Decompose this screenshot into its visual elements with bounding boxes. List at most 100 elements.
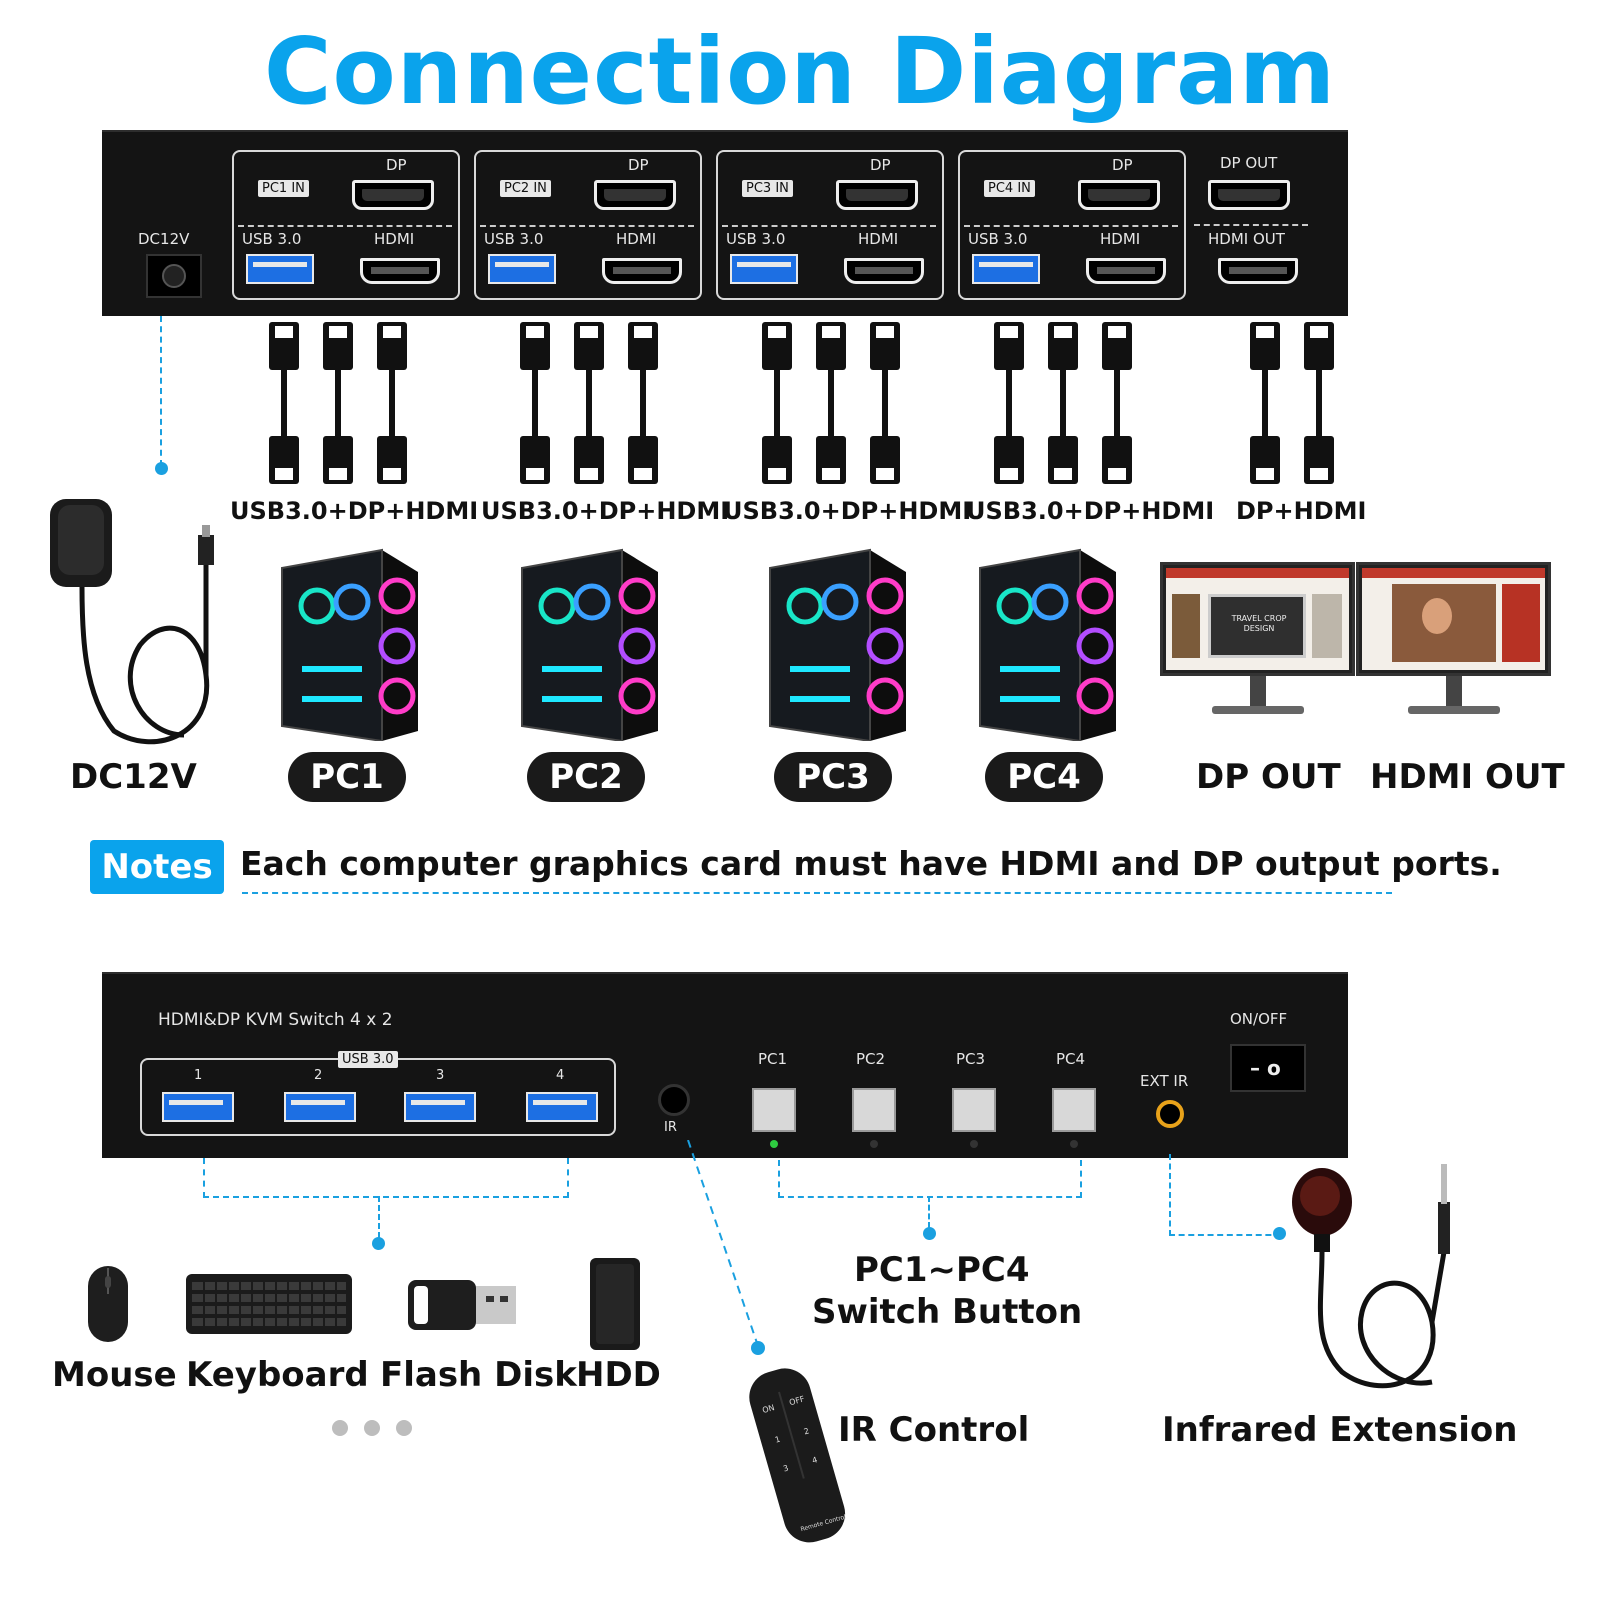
pc2-in-label: PC2 IN (500, 180, 551, 197)
pc3-input-group: PC3 IN DP USB 3.0 HDMI (716, 150, 944, 300)
kvm-rear-panel: DC12V PC1 IN DP USB 3.0 HDMI PC2 IN DP U… (102, 130, 1348, 316)
dp-out-label: DP OUT (1196, 757, 1341, 797)
dp-port-label: DP (870, 156, 891, 174)
pc4-hdmi-port[interactable] (1086, 258, 1166, 284)
pc4-led (1070, 1140, 1078, 1148)
pc3-button-label: PC3 (956, 1050, 986, 1068)
hdmi-out-monitor-icon (1356, 562, 1551, 722)
flash-disk-icon (408, 1280, 516, 1330)
power-switch[interactable]: – o (1230, 1044, 1306, 1092)
mouse-icon (88, 1266, 128, 1342)
pc2-hdmi-port[interactable] (602, 258, 682, 284)
dc12v-label: DC12V (70, 757, 197, 797)
pc1-usb-port[interactable] (246, 254, 314, 284)
dc12v-port-label: DC12V (138, 230, 190, 248)
cable-label-pc3: USB3.0+DP+HDMI (723, 497, 972, 525)
remote-key-2: 2 (803, 1426, 810, 1436)
ir-control-label: IR Control (838, 1410, 1030, 1450)
keyboard-icon (186, 1274, 352, 1334)
switch-bracket-stem (928, 1196, 930, 1228)
remote-off-text: OFF (788, 1394, 806, 1407)
dp-out-port-label: DP OUT (1220, 154, 1278, 172)
usb-port-number: 1 (194, 1068, 203, 1083)
pc2-usb-port[interactable] (488, 254, 556, 284)
pc1-switch-button[interactable] (752, 1088, 796, 1132)
usb-port-label: USB 3.0 (484, 230, 544, 248)
pc4-usb-port[interactable] (972, 254, 1040, 284)
pc3-tower-icon (769, 548, 906, 741)
power-switch-label: ON/OFF (1230, 1010, 1288, 1028)
pc4-label: PC4 (985, 752, 1103, 802)
usb-port-number: 4 (556, 1068, 565, 1083)
usb-port-label: USB 3.0 (968, 230, 1028, 248)
cable-set-outputs (1250, 322, 1334, 484)
more-dot (396, 1420, 412, 1436)
pc4-dp-port[interactable] (1078, 180, 1160, 210)
pc3-hdmi-port[interactable] (844, 258, 924, 284)
switch-bracket-dot (923, 1227, 936, 1240)
hdmi-out-port-label: HDMI OUT (1208, 230, 1285, 248)
hdmi-out-port[interactable] (1218, 258, 1298, 284)
pc1-input-group: PC1 IN DP USB 3.0 HDMI (232, 150, 460, 300)
usb-hub-group: USB 3.0 1 2 3 4 (140, 1051, 616, 1136)
power-switch-symbols: – o (1250, 1056, 1281, 1080)
hdmi-port-label: HDMI (1100, 230, 1141, 248)
usb-bracket-stem (378, 1196, 380, 1238)
pc3-dp-port[interactable] (836, 180, 918, 210)
switch-button-label-line1: PC1~PC4 (854, 1250, 1030, 1290)
hdmi-port-label: HDMI (858, 230, 899, 248)
pc3-label: PC3 (774, 752, 892, 802)
cable-set-pc1 (269, 322, 407, 484)
usb-port-number: 2 (314, 1068, 323, 1083)
usb-port-label: USB 3.0 (726, 230, 786, 248)
pc3-switch-button[interactable] (952, 1088, 996, 1132)
flash-disk-label: Flash Disk (380, 1355, 577, 1395)
pc3-usb-port[interactable] (730, 254, 798, 284)
remote-key-4: 4 (811, 1455, 818, 1465)
usb-port-label: USB 3.0 (242, 230, 302, 248)
notes-text: Each computer graphics card must have HD… (240, 844, 1502, 883)
remote-key-1: 1 (774, 1435, 781, 1445)
more-dot (364, 1420, 380, 1436)
front-usb-port-1[interactable] (162, 1092, 234, 1122)
front-usb-port-4[interactable] (526, 1092, 598, 1122)
monitor-slide-text: TRAVEL CROP DESIGN (1231, 614, 1287, 633)
pc4-switch-button[interactable] (1052, 1088, 1096, 1132)
pc1-tower-icon (281, 548, 418, 741)
pc2-input-group: PC2 IN DP USB 3.0 HDMI (474, 150, 702, 300)
pc2-button-label: PC2 (856, 1050, 886, 1068)
pc3-led (970, 1140, 978, 1148)
pc3-in-label: PC3 IN (742, 180, 793, 197)
usb-bracket (203, 1158, 569, 1198)
pc2-switch-button[interactable] (852, 1088, 896, 1132)
dc-connector-line (160, 316, 162, 466)
infrared-extension-icon (1292, 1164, 1450, 1389)
page-title: Connection Diagram (263, 18, 1337, 125)
cable-label-pc4: USB3.0+DP+HDMI (966, 497, 1215, 525)
front-usb-port-3[interactable] (404, 1092, 476, 1122)
ext-ir-label: EXT IR (1140, 1072, 1189, 1090)
dp-port-label: DP (1112, 156, 1133, 174)
ir-connector-line (687, 1140, 765, 1355)
dp-out-port[interactable] (1208, 180, 1290, 210)
ext-ir-connector (1169, 1154, 1281, 1236)
pc4-input-group: PC4 IN DP USB 3.0 HDMI (958, 150, 1186, 300)
pc2-dp-port[interactable] (594, 180, 676, 210)
ext-ir-connector-dot (1273, 1227, 1286, 1240)
dc-power-jack[interactable] (146, 254, 202, 298)
cable-set-pc4 (994, 322, 1132, 484)
pc1-dp-port[interactable] (352, 180, 434, 210)
pc1-hdmi-port[interactable] (360, 258, 440, 284)
pc2-tower-icon (521, 548, 658, 741)
more-dot (332, 1420, 348, 1436)
ext-ir-jack[interactable] (1156, 1100, 1184, 1128)
pc4-in-label: PC4 IN (984, 180, 1035, 197)
notes-underline (242, 892, 1392, 894)
ir-remote-icon: ON OFF 1 2 3 4 Remote Control (749, 1368, 847, 1543)
switch-button-label-line2: Switch Button (812, 1292, 1083, 1332)
hdmi-port-label: HDMI (374, 230, 415, 248)
front-usb-port-2[interactable] (284, 1092, 356, 1122)
pc1-button-label: PC1 (758, 1050, 788, 1068)
infrared-extension-label: Infrared Extension (1162, 1410, 1518, 1450)
power-adapter-icon (50, 499, 214, 745)
